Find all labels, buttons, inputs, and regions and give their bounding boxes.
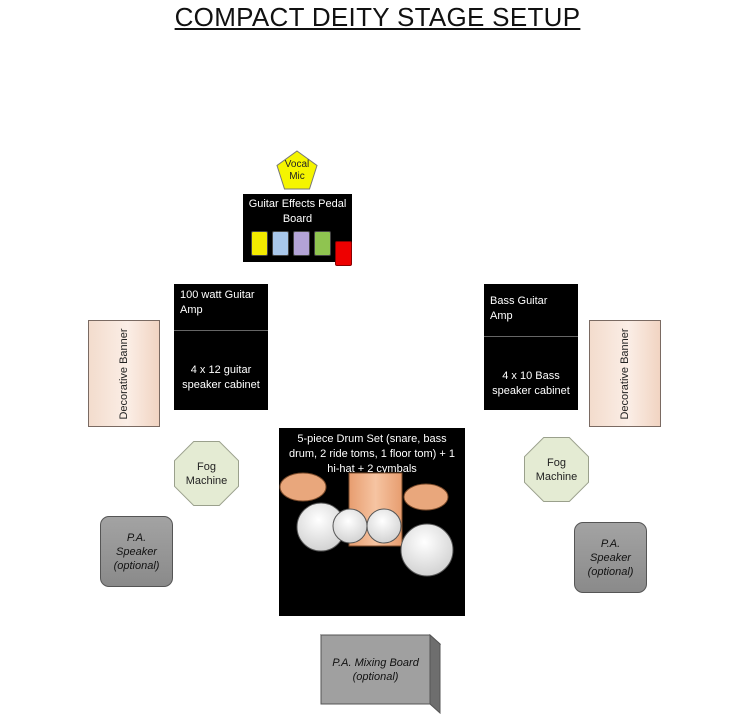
pedal-red[interactable] <box>335 241 352 266</box>
decorative-banner-left-label: Decorative Banner <box>118 327 130 420</box>
drum-set-label: 5-piece Drum Set (snare, bass drum, 2 ri… <box>289 433 455 475</box>
fog-machine-left[interactable]: Fog Machine <box>175 442 238 505</box>
pedal-board-label: Guitar Effects Pedal Board <box>248 198 347 225</box>
vocal-mic[interactable]: Vocal Mic <box>276 150 318 190</box>
pa-mixing-board[interactable]: P.A. Mixing Board (optional) <box>320 634 441 714</box>
pa-speaker-right[interactable]: P.A. Speaker (optional) <box>574 522 647 593</box>
ride-tom-right <box>366 508 402 544</box>
pentagon-icon <box>276 150 318 190</box>
bass-amp-head: Bass Guitar Amp <box>484 284 578 337</box>
pedal-yellow[interactable] <box>251 231 268 256</box>
pedal-purple[interactable] <box>293 231 310 256</box>
guitar-amp-head: 100 watt Guitar Amp <box>174 284 268 331</box>
ride-tom-left <box>332 508 368 544</box>
pedal-blue[interactable] <box>272 231 289 256</box>
pa-speaker-left[interactable]: P.A. Speaker (optional) <box>100 516 173 587</box>
guitar-speaker-cabinet: 4 x 12 guitar speaker cabinet <box>182 364 260 391</box>
drum-set[interactable]: 5-piece Drum Set (snare, bass drum, 2 ri… <box>279 428 465 616</box>
bass-amp[interactable]: Bass Guitar Amp 4 x 10 Bass speaker cabi… <box>484 284 578 410</box>
decorative-banner-right-label: Decorative Banner <box>619 327 631 420</box>
page-title: COMPACT DEITY STAGE SETUP <box>174 2 581 32</box>
bass-speaker-cabinet: 4 x 10 Bass speaker cabinet <box>492 370 570 397</box>
floor-tom <box>400 523 454 577</box>
drum-kit-drawing <box>279 472 454 577</box>
pa-mixing-board-label: P.A. Mixing Board (optional) <box>332 656 419 683</box>
cymbal-left <box>279 472 327 502</box>
fog-machine-right[interactable]: Fog Machine <box>525 438 588 501</box>
decorative-banner-left[interactable]: Decorative Banner <box>88 320 160 427</box>
vocal-mic-label: Vocal Mic <box>284 159 310 182</box>
mixing-board-box <box>320 634 441 714</box>
pedal-green[interactable] <box>314 231 331 256</box>
guitar-amp[interactable]: 100 watt Guitar Amp 4 x 12 guitar speake… <box>174 284 268 410</box>
cymbal-right <box>403 483 449 511</box>
decorative-banner-right[interactable]: Decorative Banner <box>589 320 661 427</box>
